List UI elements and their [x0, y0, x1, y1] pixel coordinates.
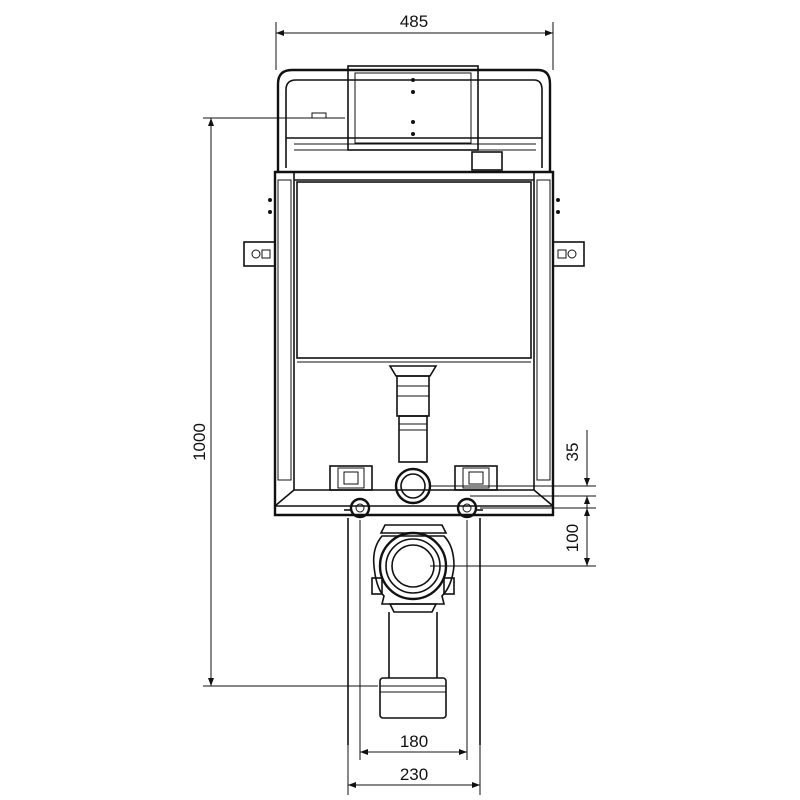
floor-feet — [347, 518, 481, 745]
dimension-outlet-offset: 100 — [430, 507, 596, 567]
valve-box — [471, 151, 503, 171]
dimension-overall-width: 485 — [275, 12, 554, 70]
dimension-overall-height: 1000 — [190, 117, 378, 687]
inlet-connection — [394, 467, 432, 505]
dimension-label-100: 100 — [563, 524, 582, 552]
main-frame — [268, 170, 560, 517]
dimension-label-485: 485 — [400, 12, 428, 31]
mounting-clamp-right — [454, 465, 498, 491]
cistern-top-housing — [276, 68, 552, 172]
dimension-label-35: 35 — [563, 443, 582, 462]
mounting-clamp-left — [329, 465, 373, 491]
bolt-left — [344, 497, 371, 519]
flush-plate — [311, 65, 479, 151]
waste-bend — [371, 524, 455, 613]
dimension-label-230: 230 — [400, 765, 428, 784]
dimension-label-1000: 1000 — [190, 423, 209, 461]
dimension-bolt-spacing: 180 — [359, 520, 468, 760]
dimension-label-180: 180 — [400, 732, 428, 751]
flush-pipe — [388, 365, 438, 463]
side-bracket-right — [552, 241, 585, 267]
cistern-tank — [296, 181, 532, 363]
dimension-inlet-offset: 35 — [430, 430, 596, 508]
waste-pipe — [379, 612, 447, 719]
bolt-right — [456, 497, 483, 519]
side-bracket-left — [243, 241, 276, 267]
